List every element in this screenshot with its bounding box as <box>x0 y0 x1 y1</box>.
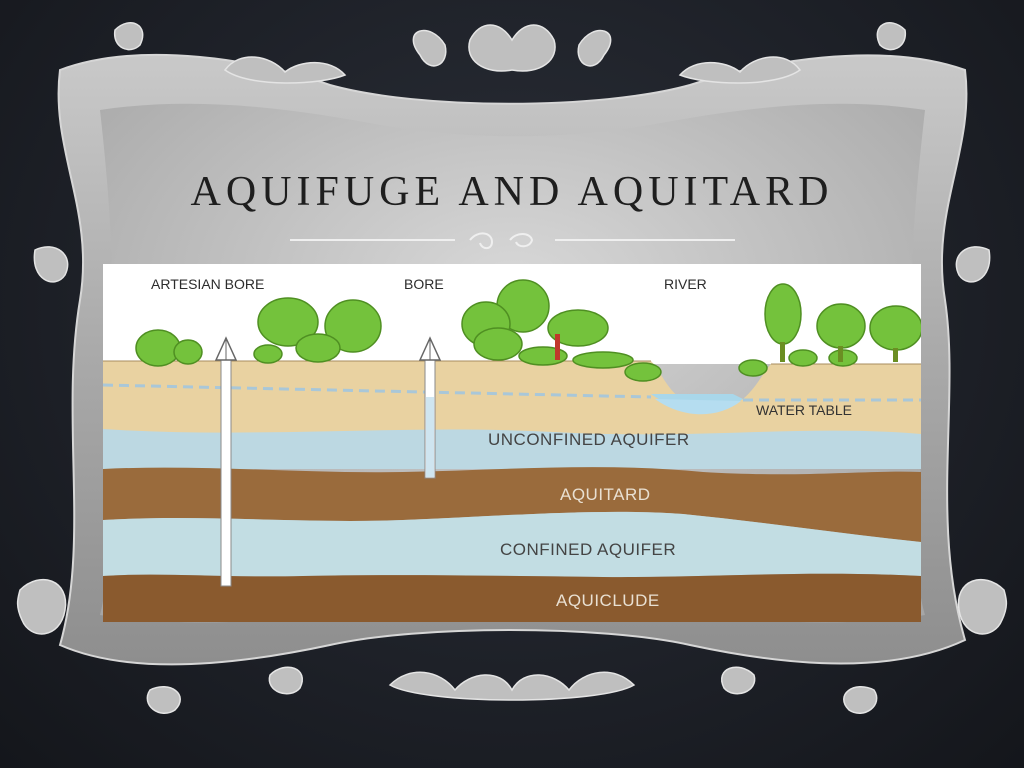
label-bore: BORE <box>404 276 444 292</box>
bush <box>788 349 818 367</box>
slide-title: AQUIFUGE AND AQUITARD <box>190 169 834 215</box>
top-ornament <box>114 22 906 84</box>
unconfined-aquifer-zone <box>103 429 921 469</box>
bottom-ornament <box>16 579 1008 714</box>
vegetation <box>135 279 921 382</box>
label-aquitard: AQUITARD <box>560 485 651 504</box>
river-water <box>655 399 741 415</box>
label-artesian-bore: ARTESIAN BORE <box>151 276 265 292</box>
tree <box>324 299 382 353</box>
bore <box>418 336 442 479</box>
bush <box>295 333 341 363</box>
tree-trunks <box>780 342 898 362</box>
aquiclude-layer <box>103 573 921 622</box>
tree <box>473 327 523 361</box>
bush <box>572 351 634 369</box>
bush <box>738 359 768 377</box>
tree <box>257 297 319 347</box>
water-table-line <box>103 383 921 402</box>
bush <box>135 329 181 367</box>
tree-trunks <box>555 334 560 360</box>
confined-aquifer-layer <box>103 511 921 578</box>
label-water-table: WATER TABLE <box>756 402 852 418</box>
bush <box>173 339 203 365</box>
label-unconfined-aquifer: UNCONFINED AQUIFER <box>488 430 690 449</box>
label-aquiclude: AQUICLUDE <box>556 591 660 610</box>
aquifer-diagram <box>103 264 921 622</box>
aquitard-layer <box>103 467 921 542</box>
tree <box>869 305 921 351</box>
label-river: RIVER <box>664 276 707 292</box>
tree <box>547 309 609 347</box>
label-confined-aquifer: CONFINED AQUIFER <box>500 540 677 559</box>
bush <box>624 362 662 382</box>
tree <box>764 283 802 345</box>
side-ornament <box>33 246 991 283</box>
artesian-bore <box>214 336 238 587</box>
bush <box>253 344 283 364</box>
tree <box>816 303 866 349</box>
title-divider <box>290 232 735 250</box>
